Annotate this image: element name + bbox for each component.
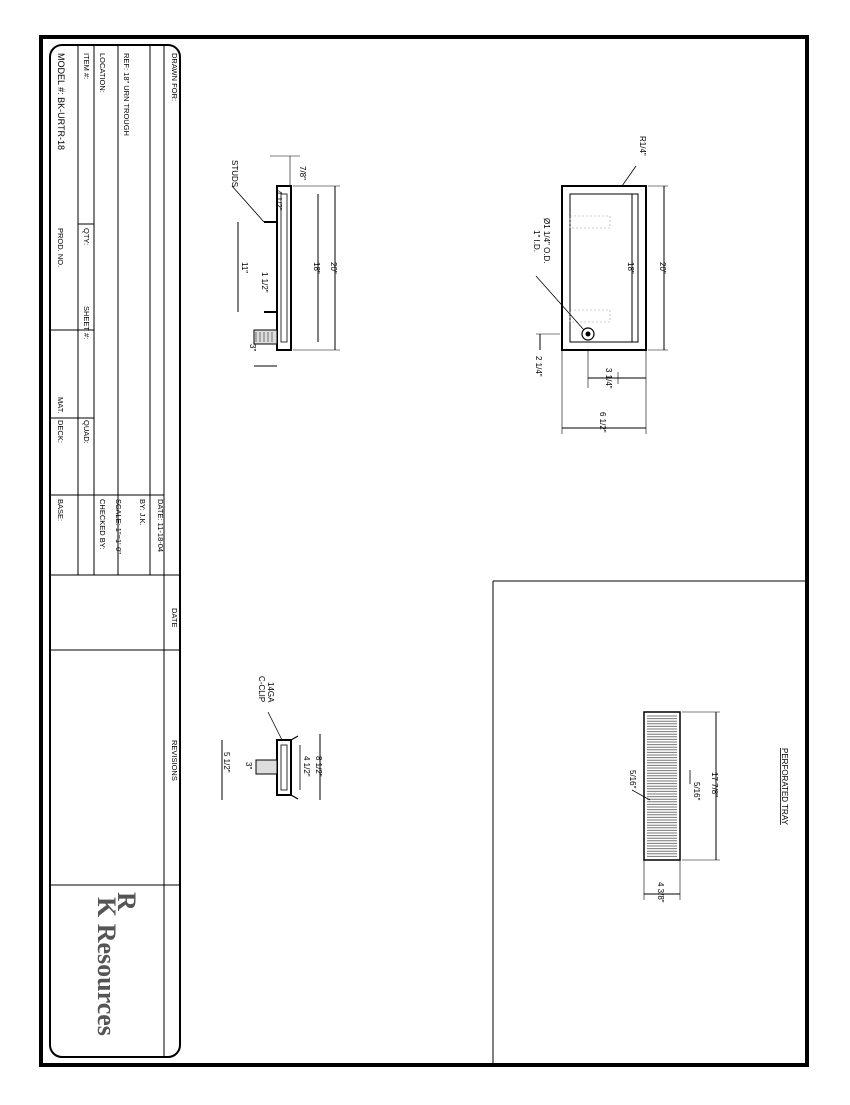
top-view: 20" 18" R1/4" Ø1 1/4" O.D. 1" I.D. 2 1/4… (532, 136, 668, 434)
end-dim-height: 5 1/2" (222, 752, 231, 773)
tray-panel: PERFORATED TRAY 17 7/8" 5/16" 5/16" 4 3/… (492, 580, 805, 1063)
studs-label: STUDS (230, 160, 239, 187)
side-dim-stud-offset: 4 1/2" (274, 190, 283, 211)
location-label: LOCATION: (98, 53, 107, 93)
sheet-border (39, 35, 809, 1067)
ref-label: REF: 18" URN TROUGH (122, 53, 131, 136)
dim-hole-center: 3 1/4" (604, 368, 613, 389)
dim-hole-id: 1" I.D. (532, 230, 541, 252)
drawn-for-label: DRAWN FOR: (170, 53, 179, 101)
end-dim-outer-width: 8 1/2" (314, 756, 323, 777)
side-dim-height: 3" (248, 344, 257, 351)
tray-dim-hole-spacing: 5/16" (692, 782, 701, 801)
dim-hole-od: Ø1 1/4" O.D. (542, 218, 551, 264)
logo-mark: R (112, 892, 141, 911)
revisions-label: REVISIONS (170, 740, 179, 781)
base-label: BASE: (56, 499, 65, 521)
prod-no-label: PROD. NO. (56, 228, 65, 267)
side-dim-top: 7/8" (298, 166, 307, 180)
by-label: BY: J.K. (138, 499, 147, 526)
clip-gauge-label: 14GA (266, 682, 275, 703)
perforated-tray (643, 711, 681, 861)
checked-by-label: CHECKED BY: (98, 499, 107, 549)
drain-hole (581, 327, 595, 341)
revision-date-label: DATE (170, 608, 179, 627)
side-dim-span: 11" (240, 262, 249, 273)
dim-overall-length: 20" (658, 262, 667, 274)
logo-text: K Resources (92, 897, 121, 1036)
title-block: DRAWN FOR: REF: 18" URN TROUGH LOCATION:… (49, 44, 181, 1058)
tray-title: PERFORATED TRAY (780, 748, 789, 826)
mat-label: MAT. (56, 397, 65, 414)
dim-width: 6 1/2" (598, 412, 607, 433)
sheet-label: SHEET #: (82, 306, 91, 339)
side-dim-gap: 1 1/2" (260, 272, 269, 293)
scale-label: SCALE: 1"=1'-0" (114, 499, 123, 554)
quad-label: QUAD: (82, 420, 91, 444)
company-logo: R K Resources (92, 892, 141, 1036)
end-dim-inner-width: 4 1/2" (302, 756, 311, 777)
deck-label: DECK: (56, 420, 65, 443)
date-label: DATE: 11-18-04 (156, 499, 165, 552)
side-view: 20" 18" 7/8" 4 1/2" 1 1/2" 11" STUDS 3" (230, 155, 340, 367)
item-label: ITEM #: (82, 53, 91, 79)
dim-radius: R1/4" (638, 136, 647, 156)
tray-dim-length: 17 7/8" (710, 772, 719, 797)
end-dim-fitting: 3" (244, 762, 253, 769)
end-view: 8 1/2" 4 1/2" 3" 5 1/2" 14GA C-CLIP (221, 676, 323, 800)
side-dim-inner: 18" (312, 262, 321, 274)
dim-hole-offset: 2 1/4" (534, 356, 543, 377)
dim-inner-length: 18" (626, 262, 635, 274)
model-label: MODEL #: BK-URTR-18 (56, 53, 66, 150)
clip-type-label: C-CLIP (257, 676, 266, 702)
tray-dim-width: 4 3/8" (656, 882, 665, 903)
qty-label: QTY: (82, 228, 91, 245)
tray-dim-hole-size: 5/16" (628, 770, 637, 789)
side-dim-overall: 20" (329, 262, 338, 274)
